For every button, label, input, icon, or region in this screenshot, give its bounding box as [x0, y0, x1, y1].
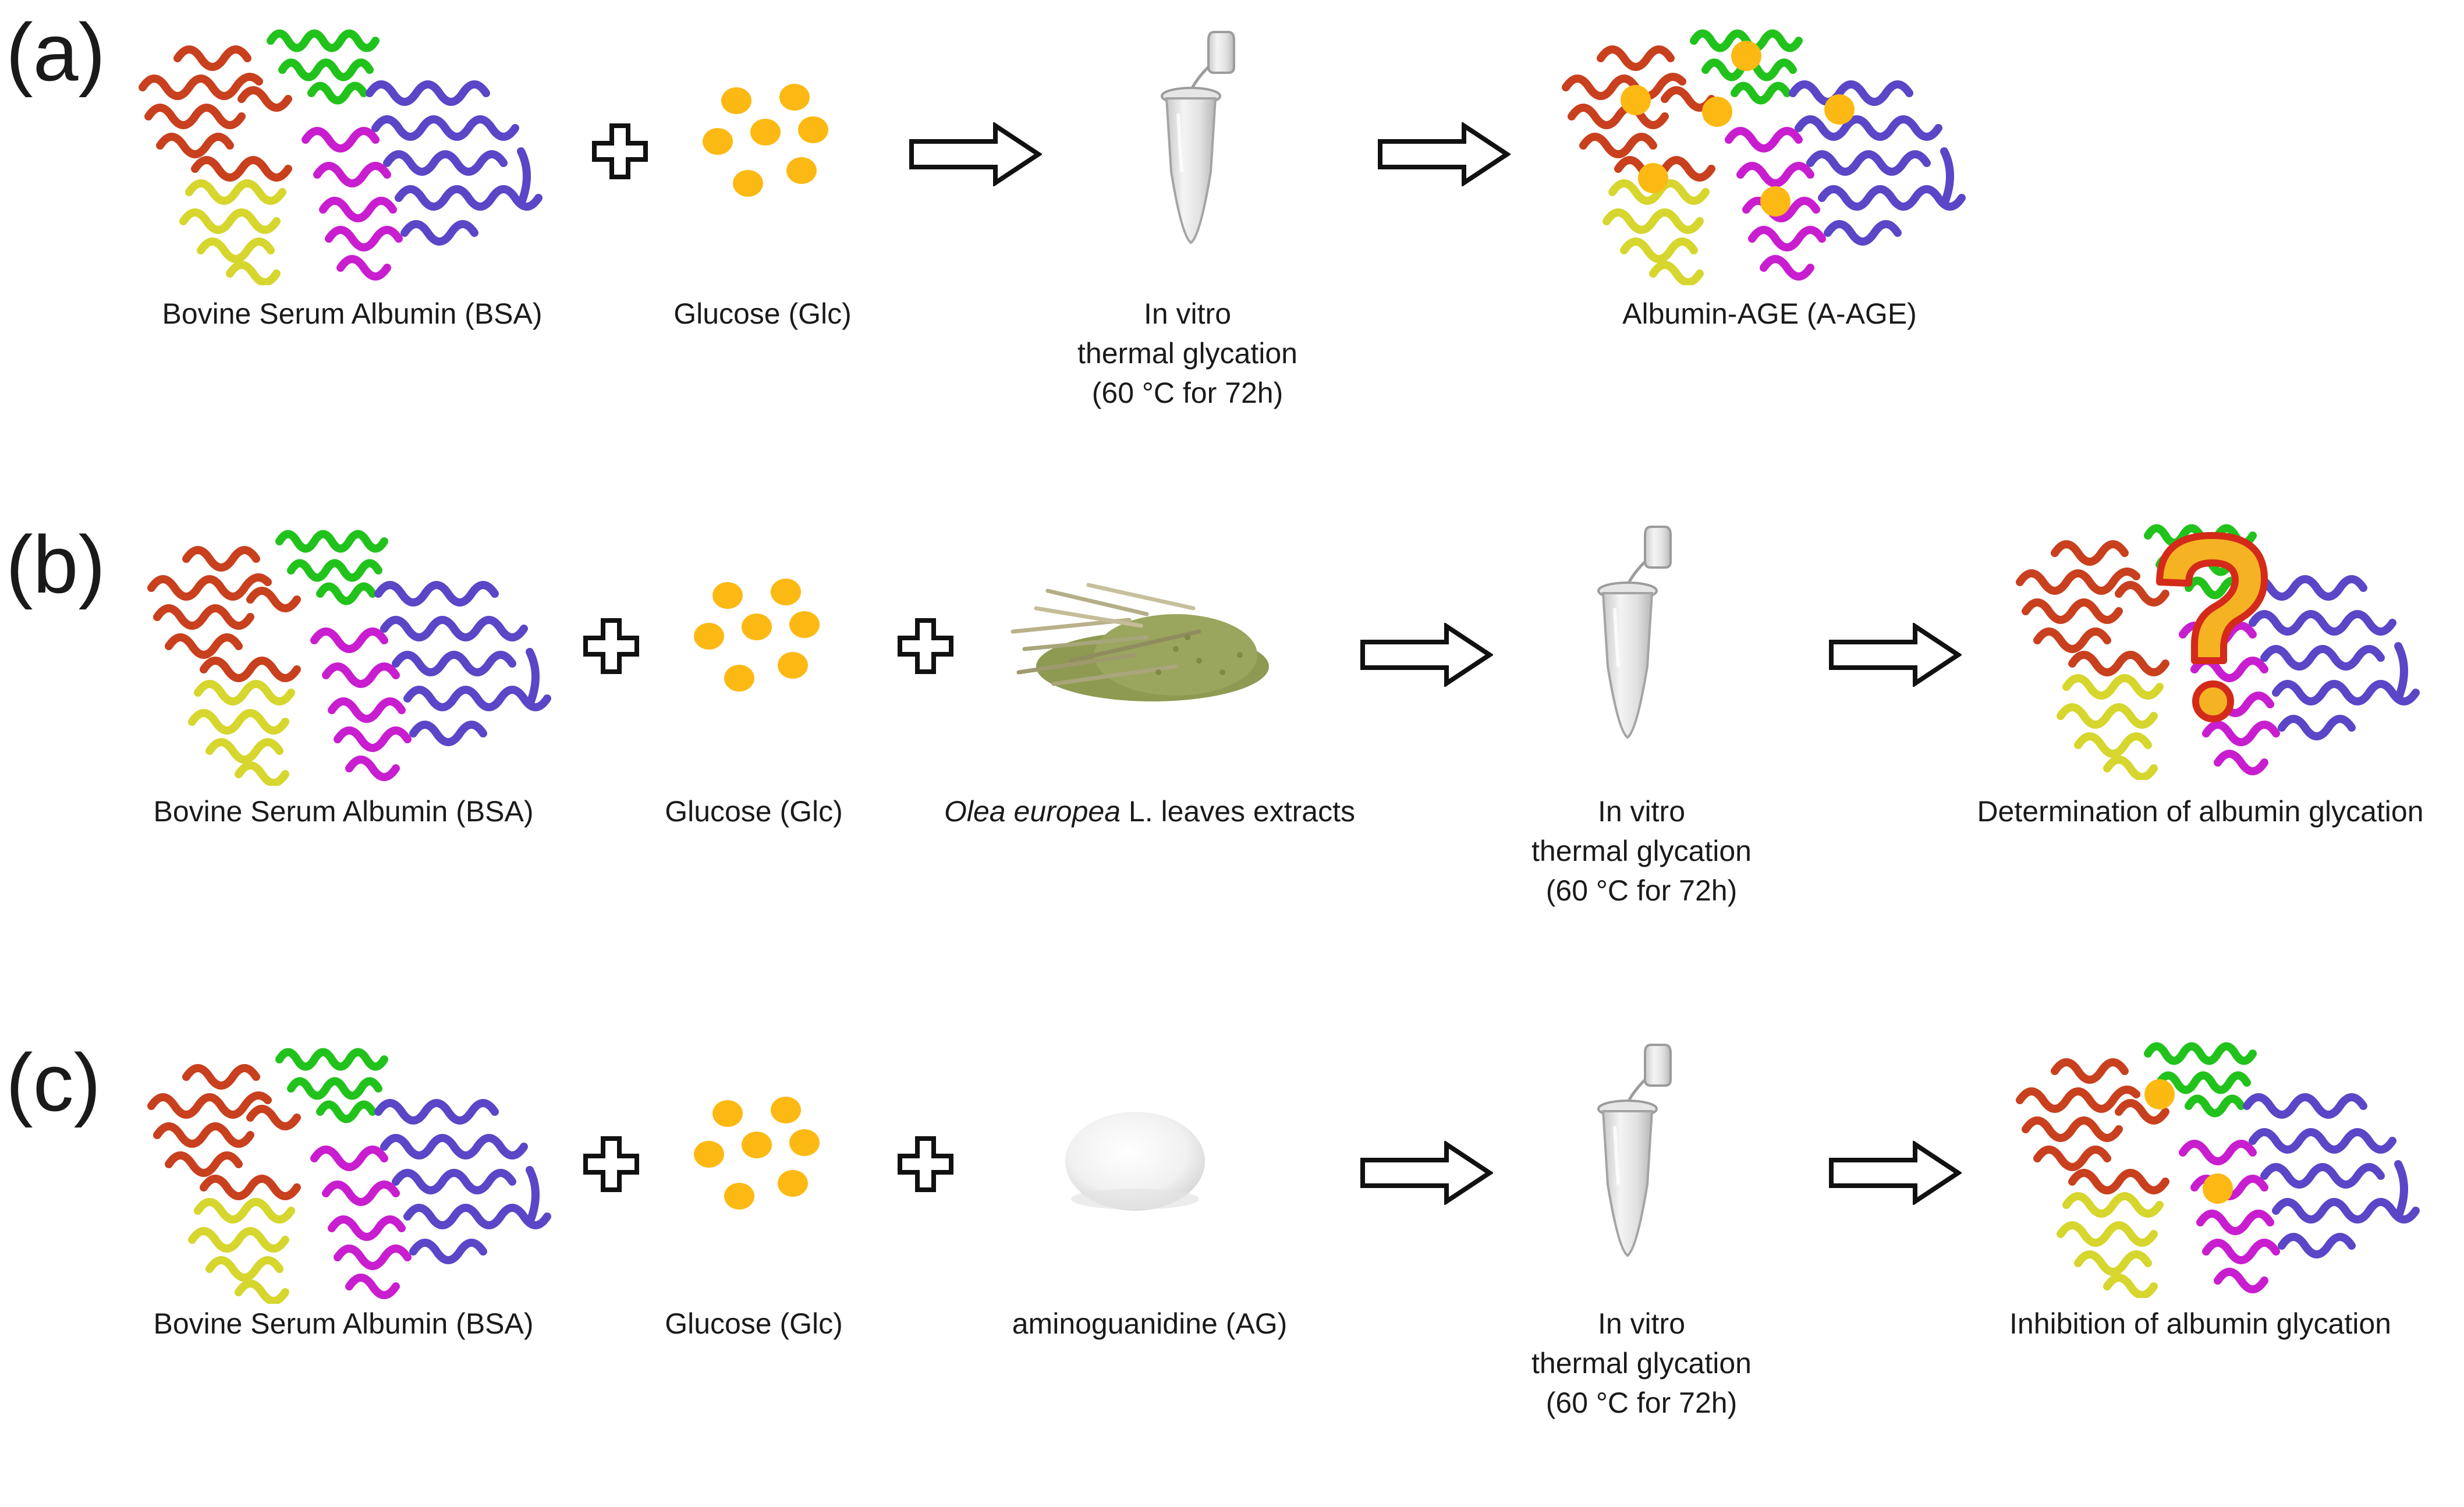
glucose-molecules — [701, 79, 829, 207]
tube-caption-line-2: thermal glycation — [1077, 337, 1297, 370]
plus-icon — [591, 122, 649, 180]
albumin-unknown-structure — [2002, 518, 2445, 780]
plus-icon — [582, 1135, 640, 1193]
tube-caption: In vitro thermal glycation (60 °C for 72… — [1042, 294, 1333, 413]
bound-glucose-dots — [1621, 41, 1855, 217]
tube-caption-line-2: thermal glycation — [1531, 835, 1752, 867]
tube-caption-line-1: In vitro — [1597, 1307, 1686, 1340]
microcentrifuge-tube-icon — [1158, 26, 1252, 247]
extract-caption-rest: L. leaves extracts — [1121, 795, 1355, 828]
panel-a: (a) Bovine Serum Albumin (BSA) Glucose (… — [0, 0, 2464, 477]
block-arrow-right-icon — [908, 122, 1042, 186]
bsa-protein-structure — [134, 524, 576, 786]
question-mark-icon — [2156, 532, 2268, 722]
tube-caption-line-2: thermal glycation — [1531, 1347, 1752, 1380]
tube-caption-line-3: (60 °C for 72h) — [1091, 377, 1284, 409]
panel-label: (b) — [6, 519, 106, 610]
block-arrow-right-icon — [1828, 1141, 1962, 1205]
glucose-caption: Glucose (Glc) — [665, 1307, 843, 1340]
bsa-protein-structure — [125, 23, 568, 285]
albumin-inhibited-structure — [2002, 1036, 2445, 1298]
tube-caption-line-3: (60 °C for 72h) — [1545, 874, 1738, 907]
block-arrow-right-icon — [1828, 623, 1962, 687]
glucose-caption: Glucose (Glc) — [665, 795, 843, 828]
glucose-molecules — [693, 573, 821, 701]
glucose-caption: Glucose (Glc) — [673, 297, 852, 330]
panel-b: (b) Bovine Serum Albumin (BSA) Glucose (… — [0, 512, 2464, 989]
microcentrifuge-tube-icon — [1595, 521, 1688, 742]
protein-caption: Bovine Serum Albumin (BSA) — [162, 297, 543, 330]
panel-c: (c) Bovine Serum Albumin (BSA) Glucose (… — [0, 1030, 2464, 1507]
tube-caption-line-1: In vitro — [1143, 297, 1232, 330]
block-arrow-right-icon — [1377, 122, 1511, 186]
tube-caption-line-3: (60 °C for 72h) — [1545, 1387, 1738, 1419]
tube-caption: In vitro thermal glycation (60 °C for 72… — [1496, 792, 1787, 910]
result-caption: Albumin-AGE (A-AGE) — [1622, 297, 1917, 330]
block-arrow-right-icon — [1359, 1141, 1493, 1205]
plus-icon — [896, 1135, 955, 1193]
protein-caption: Bovine Serum Albumin (BSA) — [153, 795, 534, 828]
plus-icon — [582, 617, 640, 675]
block-arrow-right-icon — [1359, 623, 1493, 687]
olive-leaves-extract-image — [1011, 583, 1269, 701]
aminoguanidine-powder-image — [1065, 1112, 1205, 1211]
result-caption: Determination of albumin glycation — [1977, 795, 2424, 828]
extract-caption-species: Olea europea — [944, 795, 1121, 828]
panel-label: (a) — [6, 6, 106, 98]
bound-glucose-dots — [2144, 1079, 2233, 1204]
extract-caption: Olea europea L. leaves extracts — [917, 792, 1382, 831]
tube-caption: In vitro thermal glycation (60 °C for 72… — [1496, 1304, 1787, 1423]
albumin-age-structure — [1548, 23, 1991, 285]
protein-caption: Bovine Serum Albumin (BSA) — [153, 1307, 534, 1340]
glucose-molecules — [693, 1091, 821, 1219]
result-caption: Inhibition of albumin glycation — [2009, 1307, 2391, 1340]
bsa-protein-structure — [134, 1042, 576, 1304]
panel-label: (c) — [6, 1037, 101, 1128]
plus-icon — [896, 617, 955, 675]
inhibitor-caption: aminoguanidine (AG) — [1012, 1307, 1288, 1340]
tube-caption-line-1: In vitro — [1597, 795, 1686, 828]
microcentrifuge-tube-icon — [1595, 1039, 1688, 1260]
